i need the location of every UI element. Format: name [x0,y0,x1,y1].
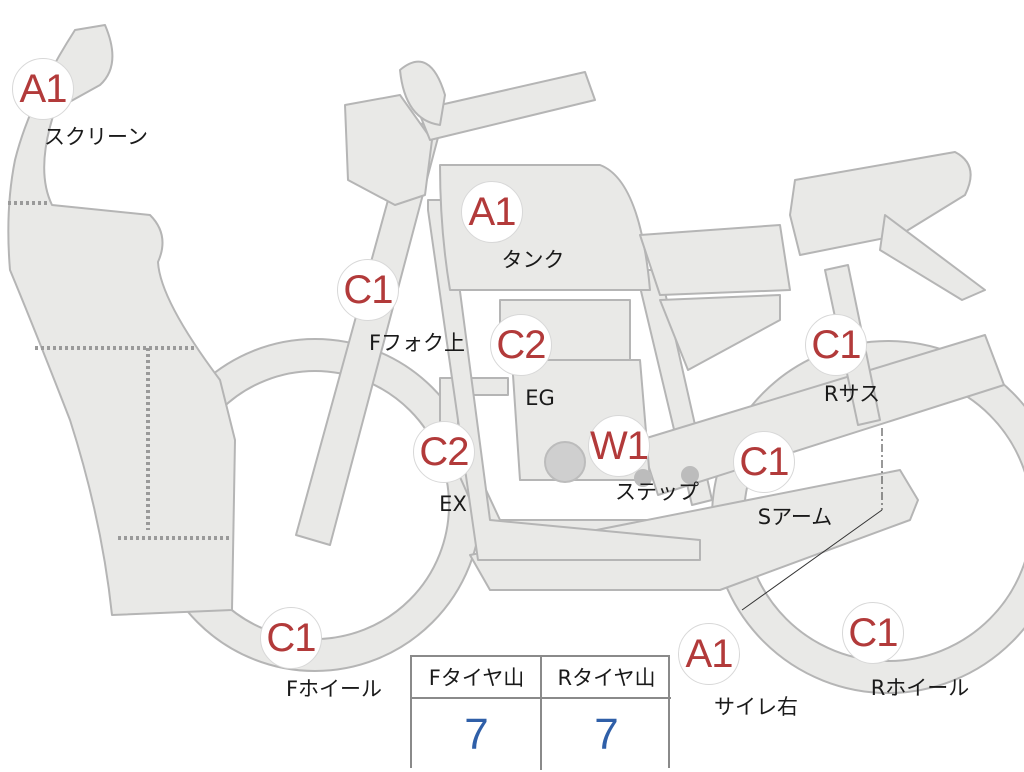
seat [789,151,972,256]
mirror [399,60,446,126]
part-label-s-arm: Sアーム [757,505,833,529]
part-label-fork-upper: Fフォク上 [368,331,466,355]
grade-badge-f-wheel: C1 [260,607,322,669]
part-label-silencer-r: サイレ右 [714,695,798,719]
part-label-engine: EG [525,386,555,410]
grade-badge-fork-upper: C1 [337,259,399,321]
grade-badge-screen: A1 [12,58,74,120]
part-label-f-wheel: Fホイール [285,677,383,701]
front-tyre-value: 7 [464,709,489,759]
front-tyre-header: Fタイヤ山 [412,657,541,699]
grade-badge-tank: A1 [461,181,523,243]
rear-tyre-value: 7 [594,709,619,759]
part-label-step: ステップ [615,480,699,504]
rear-tyre-header: Rタイヤ山 [542,657,671,699]
fairing [7,24,236,616]
grade-badge-r-wheel: C1 [842,602,904,664]
side-cover [639,224,791,296]
headlight [344,94,433,206]
part-label-r-wheel: Rホイール [870,676,970,700]
table-divider [540,657,542,770]
grade-badge-engine: C2 [490,314,552,376]
grade-badge-r-sus: C1 [805,314,867,376]
tail [879,214,986,301]
grade-badge-exhaust: C2 [413,421,475,483]
part-label-screen: スクリーン [44,125,148,149]
handle [417,71,596,141]
grade-badge-silencer-r: A1 [678,623,740,685]
grade-badge-step: W1 [588,415,650,477]
part-label-exhaust: EX [439,492,467,516]
part-label-r-sus: Rサス [823,382,881,406]
grade-badge-s-arm: C1 [733,431,795,493]
tyre-tread-table: Fタイヤ山 Rタイヤ山 7 7 [410,655,671,770]
part-label-tank: タンク [501,248,565,272]
